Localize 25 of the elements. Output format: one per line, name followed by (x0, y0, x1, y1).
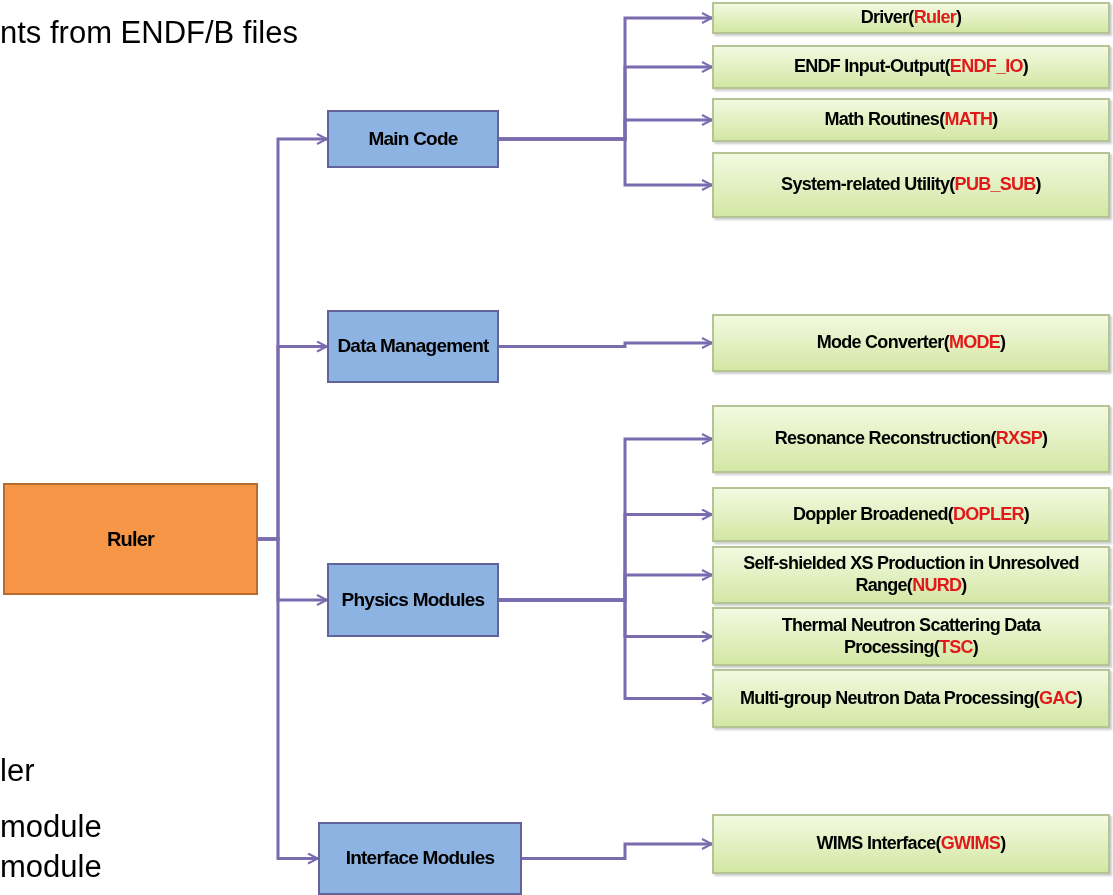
slide-text: ler (0, 752, 35, 790)
category-box: Interface Modules (318, 822, 522, 895)
connector-arrow (499, 598, 713, 705)
category-box: Main Code (327, 110, 499, 168)
module-box: System-related Utility(PUB_SUB) (712, 152, 1110, 218)
module-box: ENDF Input-Output(ENDF_IO) (712, 45, 1110, 89)
connector-arrow (522, 838, 713, 860)
slide-text: nts from ENDF/B files (0, 14, 298, 52)
root-box: Ruler (3, 483, 258, 595)
category-box: Data Management (327, 310, 499, 383)
module-box: Mode Converter(MODE) (712, 314, 1110, 372)
connector-arrow (258, 537, 319, 865)
module-box: Self-shielded XS Production in Unresolved Range(NURD) (712, 546, 1110, 604)
module-box: Multi-group Neutron Data Processing(GAC) (712, 669, 1110, 728)
slide-text: module (0, 848, 102, 886)
connector-arrow (499, 337, 713, 349)
connector-arrow (499, 137, 713, 191)
module-box: Thermal Neutron Scattering Data Processing(TSC) (712, 607, 1110, 666)
module-box: Resonance Reconstruction(RXSP) (712, 405, 1110, 473)
module-box: WIMS Interface(GWIMS) (712, 814, 1110, 874)
slide-text: module (0, 808, 102, 846)
category-box: Physics Modules (327, 563, 499, 637)
module-box: Doppler Broadened(DOPLER) (712, 487, 1110, 542)
module-box: Driver(Ruler) (712, 2, 1110, 34)
module-box: Math Routines(MATH) (712, 98, 1110, 142)
